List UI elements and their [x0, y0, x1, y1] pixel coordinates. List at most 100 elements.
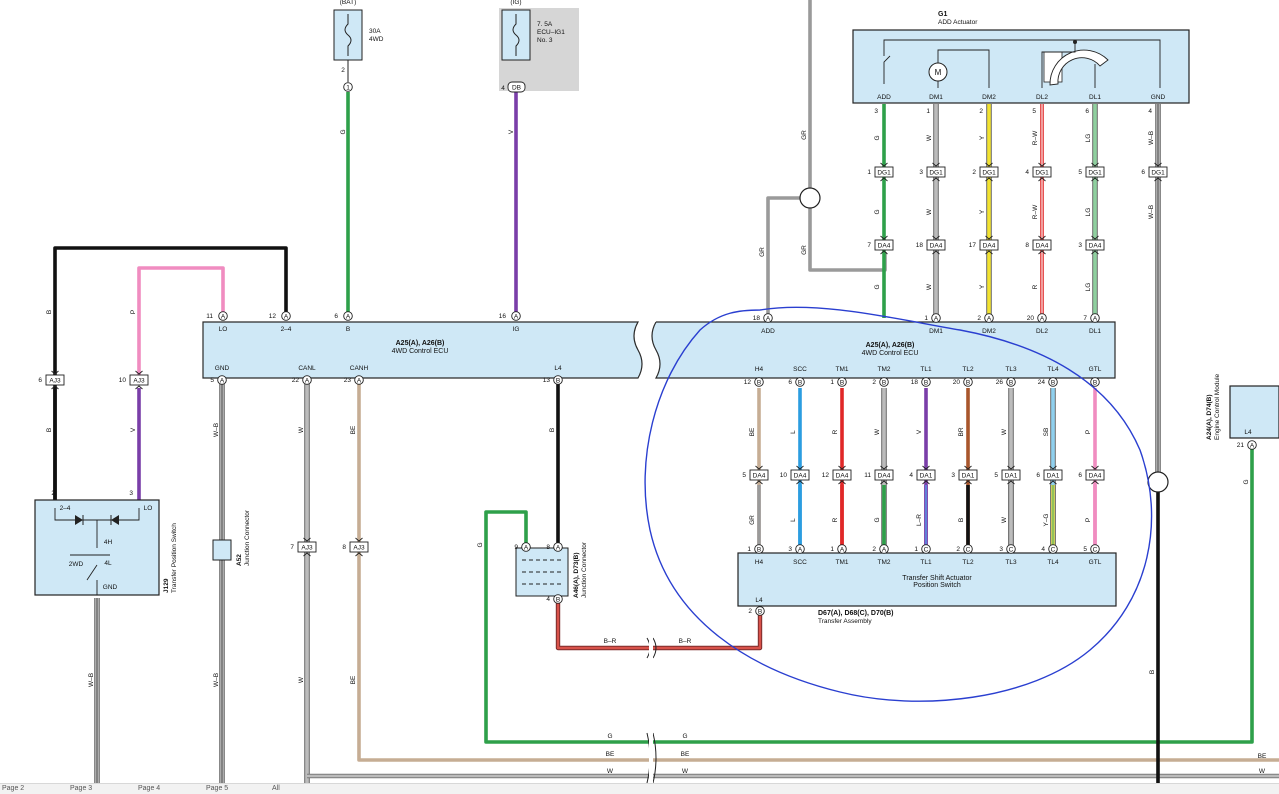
ecu-pin-number: 2: [872, 379, 876, 386]
page-tab[interactable]: Page 5: [206, 785, 229, 792]
connector-chevron: [880, 177, 888, 182]
inline-connector-label: DA4: [1089, 243, 1102, 250]
fuse-bat-label: (BAT): [340, 0, 357, 6]
ecu-pin-number: 24: [1038, 379, 1046, 386]
a46-name: Junction Connector: [581, 541, 588, 598]
fuse-ig-name: ECU–IG1: [537, 29, 565, 36]
wire-color-label: G: [874, 209, 881, 214]
transfer-pin-number: 2: [872, 546, 876, 553]
pin-circle: [1006, 377, 1016, 387]
pin-circle: [795, 544, 805, 554]
ecu-pin-number: 6: [334, 313, 338, 320]
transfer-pin-number: 3: [788, 546, 792, 553]
inline-connector-transfer: [749, 469, 769, 481]
ecu-pin-number: 1: [924, 315, 928, 322]
switch-pin-number: 3: [129, 490, 133, 497]
wire-color-label: L: [790, 518, 797, 522]
pin-connector-letter: B: [924, 379, 928, 386]
pin-connector-letter: B: [966, 379, 970, 386]
pin-circle: [921, 544, 931, 554]
a46-pin: 9: [514, 544, 518, 551]
inline-connector-label: DA4: [794, 473, 807, 480]
wire-gr-left: [766, 196, 810, 318]
inline-connector-pin: 8: [1025, 242, 1029, 249]
wire-color-label: L: [790, 430, 797, 434]
wire-color-label: L–R: [916, 514, 923, 526]
page-tab[interactable]: Page 4: [138, 785, 161, 792]
wire-p-loop: [137, 266, 225, 380]
wire-color-label: G: [874, 284, 881, 289]
wire-color-label: LG: [1085, 208, 1092, 217]
wire-color-label: W: [874, 428, 881, 435]
inline-connector-transfer: [1001, 469, 1021, 481]
fuse-bat-pin: 2: [341, 67, 345, 74]
inline-connector-pin: 12: [822, 472, 830, 479]
inline-connector-aj3: [349, 541, 369, 553]
inline-connector-label: DA4: [878, 473, 891, 480]
inline-connector-da4: [926, 239, 946, 251]
ecm-body: [1229, 385, 1279, 439]
page-tab[interactable]: Page 3: [70, 785, 93, 792]
pin-circle: [218, 311, 228, 321]
transfer-pin-number: 2: [956, 546, 960, 553]
wire-color-label: R–W: [1032, 204, 1039, 219]
inline-connector-pin: 3: [919, 169, 923, 176]
ecu-right-body: [651, 321, 1116, 379]
bus-label: W: [607, 768, 614, 775]
wire-color-label: GR: [759, 247, 766, 257]
pin-connector-letter: A: [284, 313, 289, 320]
g1-pin-label: DM1: [929, 94, 943, 101]
pin-connector-letter: A: [220, 377, 225, 384]
pin-circle: [343, 82, 353, 92]
ecm-pin-number: 21: [1237, 442, 1245, 449]
g1-pin-label: DM2: [982, 94, 996, 101]
pin-circle: [1090, 313, 1100, 323]
g1-name: ADD Actuator: [938, 19, 978, 26]
pin-circle: [553, 542, 563, 552]
page-tab[interactable]: Page 2: [2, 785, 25, 792]
pin-circle: [1247, 440, 1257, 450]
ecu-pin-label: 2–4: [281, 326, 292, 333]
a46-pin: 8: [546, 544, 550, 551]
connector-chevron: [355, 552, 363, 557]
wire-break-gap: [649, 638, 653, 658]
wire-color-label: W: [926, 208, 933, 215]
inline-connector-pin: 3: [1078, 242, 1082, 249]
connector-chevron: [932, 235, 940, 240]
connector-chevron: [838, 465, 846, 470]
pin-connector-letter: A: [357, 377, 362, 384]
inline-connector-label: DG1: [877, 170, 891, 177]
transfer-l4-pin: 2: [748, 608, 752, 615]
ecu-pin-number: 16: [499, 313, 507, 320]
pin-circle: [1048, 377, 1058, 387]
fuse-ig-pin: 4: [501, 85, 505, 92]
connector-chevron: [135, 385, 143, 390]
switch-label: LO: [144, 505, 153, 512]
g1-pin-label: DL1: [1089, 94, 1101, 101]
pin-circle: [931, 313, 941, 323]
inline-connector-transfer: [874, 469, 894, 481]
transfer-pin-label: GTL: [1089, 559, 1102, 566]
inline-connector-pin: 5: [1078, 169, 1082, 176]
inline-connector-label: DA1: [920, 473, 933, 480]
pin-connector-letter: A: [766, 315, 771, 322]
ecu-pin-number: 1: [830, 379, 834, 386]
connector-chevron: [1091, 162, 1099, 167]
fuse-ig-label: (IG): [510, 0, 521, 6]
ecu-pin-number: 7: [1083, 315, 1087, 322]
transfer-pin-number: 4: [1041, 546, 1045, 553]
inline-connector-pin: 5: [994, 472, 998, 479]
pin-circle: [521, 542, 531, 552]
wire-color-label: G: [874, 135, 881, 140]
ecu-pin-label: SCC: [793, 366, 807, 373]
ecu-left-title: 4WD Control ECU: [392, 348, 449, 355]
transfer-l4-label: L4: [755, 597, 763, 604]
connector-chevron: [922, 465, 930, 470]
pin-connector-letter: A: [934, 315, 939, 322]
page-tab[interactable]: All: [272, 785, 280, 792]
pin-circle: [754, 377, 764, 387]
wire-color-label: W–B: [213, 673, 220, 687]
ecu-pin-label: TM1: [836, 366, 849, 373]
g1-sensor-arc: [1049, 49, 1109, 86]
inline-connector-pin: 6: [1078, 472, 1082, 479]
